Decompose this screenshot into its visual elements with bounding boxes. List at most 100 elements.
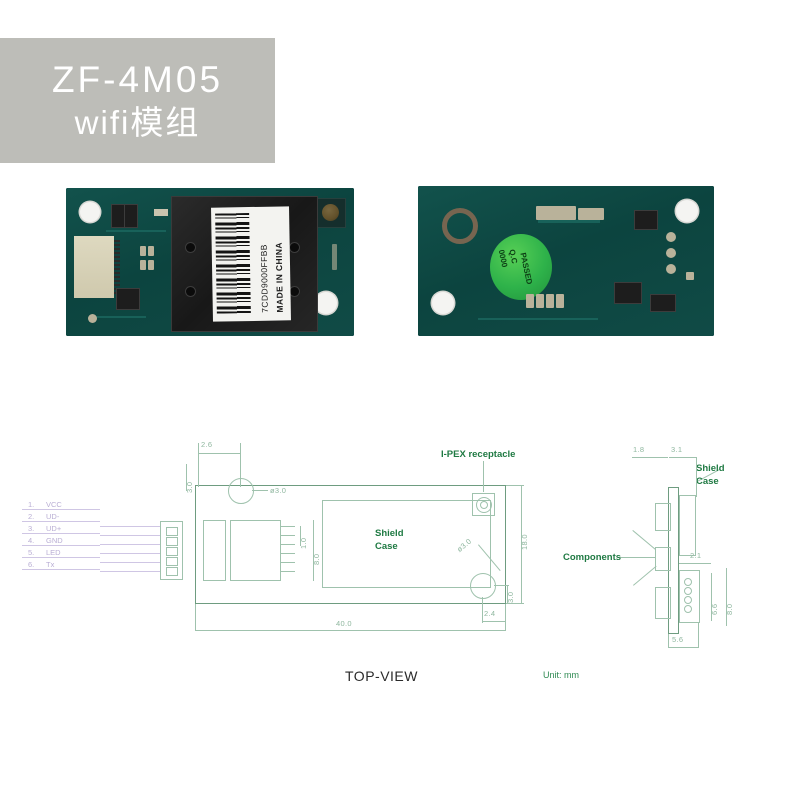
side-board-right-edge	[678, 487, 679, 633]
pin-4-number: 4.	[28, 536, 35, 545]
dim-30-line	[186, 464, 187, 491]
ipex-symbol-left	[472, 493, 473, 516]
dim-30r-line	[507, 585, 508, 604]
side-conn-left	[679, 570, 680, 622]
side-shield-label-line2: Case	[696, 476, 719, 487]
side-shield-label-line1: Shield	[696, 463, 725, 474]
ipex-symbol-outer-circle	[476, 497, 492, 513]
side-shield-bottom	[679, 555, 696, 556]
ipex-callout-label: I-PEX receptacle	[441, 449, 516, 460]
shield-case-label-line1: Shield	[375, 528, 404, 539]
dim-26-ext-right	[240, 443, 241, 487]
pin-label-underline	[22, 521, 100, 522]
ffc-connector-teeth	[114, 240, 120, 294]
smd-pad	[140, 260, 146, 270]
pcb-front-photo: 7CDD9000FFBB MADE IN CHINA	[66, 188, 354, 336]
dim-30-text: 3.0	[185, 481, 194, 493]
connector-block-bottom	[230, 580, 281, 581]
board-outline-top	[195, 485, 505, 486]
silkscreen-marking	[686, 272, 694, 280]
dim-66-line	[711, 573, 712, 621]
dim-56-ext-left	[668, 634, 669, 648]
mounting-hole	[676, 200, 698, 222]
connector-pin	[281, 544, 295, 545]
smd-component	[614, 282, 642, 304]
pin-wire	[100, 562, 160, 563]
mount-hole-left-dim	[228, 478, 254, 504]
ipex-symbol-bottom	[472, 515, 494, 516]
pin-label-underline	[22, 557, 100, 558]
side-board-top	[668, 487, 679, 488]
pin-wire	[100, 553, 160, 554]
barcode-origin-text: MADE IN CHINA	[273, 242, 285, 313]
smd-component	[650, 294, 676, 312]
side-shield-top	[679, 495, 696, 496]
housing-top	[203, 520, 226, 521]
dim-400-ext-left	[195, 604, 196, 631]
connector-block-left	[230, 520, 231, 580]
side-component-block	[655, 587, 671, 619]
pin-2-label: UD-	[46, 512, 60, 521]
barcode-serial-text: 7CDD9000FFBB	[258, 244, 270, 313]
side-conn-bottom	[679, 622, 700, 623]
shield-vent-hole	[186, 287, 195, 296]
shield-vent-hole	[186, 243, 195, 252]
board-outline-left	[195, 485, 196, 604]
dim-26-ext-left	[198, 443, 199, 487]
dim-26-text: 2.6	[201, 440, 213, 449]
side-conn-pin	[684, 605, 692, 613]
pin-1-label: VCC	[46, 500, 62, 509]
pcb-trace	[106, 230, 166, 232]
housing-left	[203, 520, 204, 580]
pcb-trace	[538, 220, 600, 223]
components-leader-down	[633, 565, 657, 586]
ipex-symbol-inner-circle	[480, 501, 488, 509]
shield-case-label-line2: Case	[375, 541, 398, 552]
side-component-block	[655, 503, 671, 531]
shield-case-outline-bottom	[322, 587, 490, 588]
dim-24-text: 2.4	[484, 609, 496, 618]
dim-dia-left-leader	[252, 490, 268, 491]
ic-footprint	[578, 208, 604, 220]
rf-shield-can: 7CDD9000FFBB MADE IN CHINA	[171, 196, 318, 332]
dim-26-line	[198, 453, 241, 454]
side-board-bottom	[668, 633, 679, 634]
side-conn-pin	[684, 578, 692, 586]
pin-1-number: 1.	[28, 500, 35, 509]
dim-31-text: 3.1	[671, 445, 683, 454]
board-outline-bottom	[195, 603, 505, 604]
dim-24-ext-right	[505, 604, 506, 623]
cable-connector-bottom	[160, 579, 183, 580]
smd-pad	[148, 260, 154, 270]
cable-connector-top	[160, 521, 183, 522]
barcode-label: 7CDD9000FFBB MADE IN CHINA	[211, 206, 291, 322]
smd-resistor	[154, 209, 168, 216]
dim-30r-text: 3.0	[506, 591, 515, 603]
side-conn-pin	[684, 596, 692, 604]
mount-hole-right-dim	[470, 573, 496, 599]
pin-6-number: 6.	[28, 560, 35, 569]
pcb-trace	[478, 318, 598, 320]
dim-24-ext-left	[482, 597, 483, 623]
pin-5-label: LED	[46, 548, 61, 557]
components-leader	[620, 557, 656, 558]
dim-80-text: 8.0	[725, 603, 734, 615]
board-outline-right	[505, 485, 506, 604]
dim-18-line	[632, 457, 668, 458]
ipex-symbol-top	[472, 493, 494, 494]
mounting-hole	[80, 202, 100, 222]
ipex-symbol-right	[494, 493, 495, 516]
side-component-block	[655, 547, 671, 571]
unit-label: Unit: mm	[543, 670, 579, 680]
side-board-left-edge	[668, 487, 669, 633]
mounting-hole	[432, 292, 454, 314]
smd-pad	[536, 294, 544, 308]
side-conn-right	[699, 570, 700, 622]
pitch-dim-text: 1.0	[299, 537, 308, 549]
dim-56-text: 5.6	[672, 635, 684, 644]
smd-pad	[148, 246, 154, 256]
antenna-pad-ring	[442, 208, 478, 244]
conn-span-dim-line	[313, 520, 314, 581]
qc-passed-sticker: Q.C PASSED 0000	[490, 234, 552, 300]
shield-vent-hole	[290, 287, 299, 296]
